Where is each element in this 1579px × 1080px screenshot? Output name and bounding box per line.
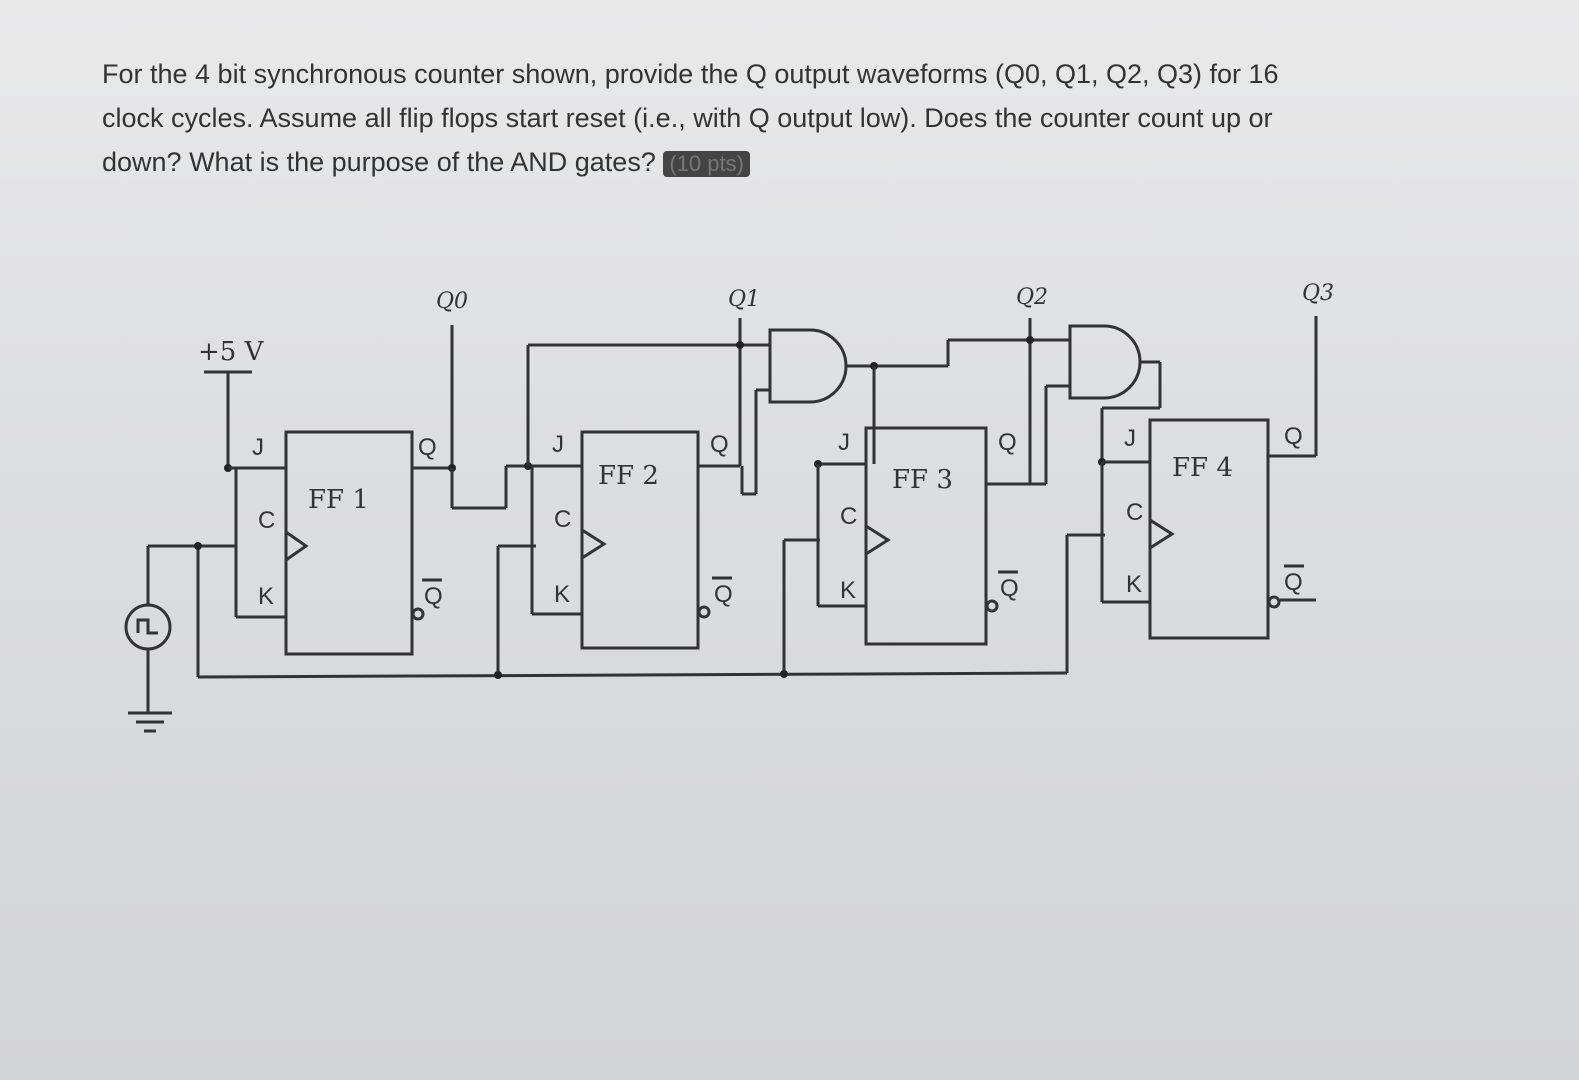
ff3-j-label: J [838,429,850,456]
ff1-output-label: Q0 [436,289,468,314]
ff1-k-label: K [258,583,274,610]
ff3-c-label: C [840,503,857,530]
and-gate-2 [1030,324,1162,604]
ff4-output-label: Q3 [1302,281,1334,306]
ff3-qbar-label: Q [1000,575,1019,602]
ff2-clock-triangle [581,528,607,560]
and-gate-1 [740,328,1070,608]
ff1-clock-triangle [285,530,309,562]
ff4-j-label: J [1124,425,1136,452]
ff4-clock-triangle [1149,518,1175,550]
ff2-q-label: Q [710,431,729,458]
ff3-output-label: Q2 [1016,285,1048,310]
ff3-k-label: K [840,577,856,604]
clock-source [124,546,172,733]
question-line-3: down? What is the purpose of the AND gat… [102,140,1462,184]
flip-flop-4: FF 4 J C K Q Q Q3 [1124,281,1334,640]
ff4-k-label: K [1126,571,1142,598]
ff3-name: FF 3 [892,465,953,495]
ff2-k-label: K [554,581,570,608]
ff4-qbar-label: Q [1284,569,1303,596]
ff4-c-label: C [1126,499,1143,526]
supply-label: +5 V [198,337,265,367]
q0-routing [450,343,770,616]
ff3-clock-triangle [865,524,891,556]
flip-flop-3: FF 3 J C K Q Q Q2 [838,285,1048,646]
flip-flop-1: FF 1 J C K Q Q Q0 [252,289,468,656]
clock-bus [148,533,1105,679]
question-line-1: For the 4 bit synchronous counter shown,… [102,59,1279,89]
ff1-q-label: Q [418,434,437,461]
supply-rail: +5 V [198,337,286,619]
ff2-c-label: C [554,506,571,533]
ff1-c-label: C [258,507,275,534]
question-line-2: clock cycles. Assume all flip flops star… [102,103,1273,133]
ff3-q-label: Q [998,429,1017,456]
ff1-qbar-label: Q [424,583,443,610]
ff2-output-label: Q1 [728,287,760,312]
ff4-name: FF 4 [1172,453,1233,483]
ff1-j-label: J [252,434,264,461]
question-text: For the 4 bit synchronous counter shown,… [102,52,1462,184]
flip-flop-2: FF 2 J C K Q Q Q1 [552,287,760,650]
ff1-name: FF 1 [308,485,369,515]
question-line-3-text: down? What is the purpose of the AND gat… [102,147,656,177]
ff2-name: FF 2 [598,461,659,491]
ff2-j-label: J [552,431,564,458]
ff4-q-label: Q [1284,423,1303,450]
ff2-qbar-label: Q [714,581,733,608]
points-badge: (10 pts) [663,151,750,177]
